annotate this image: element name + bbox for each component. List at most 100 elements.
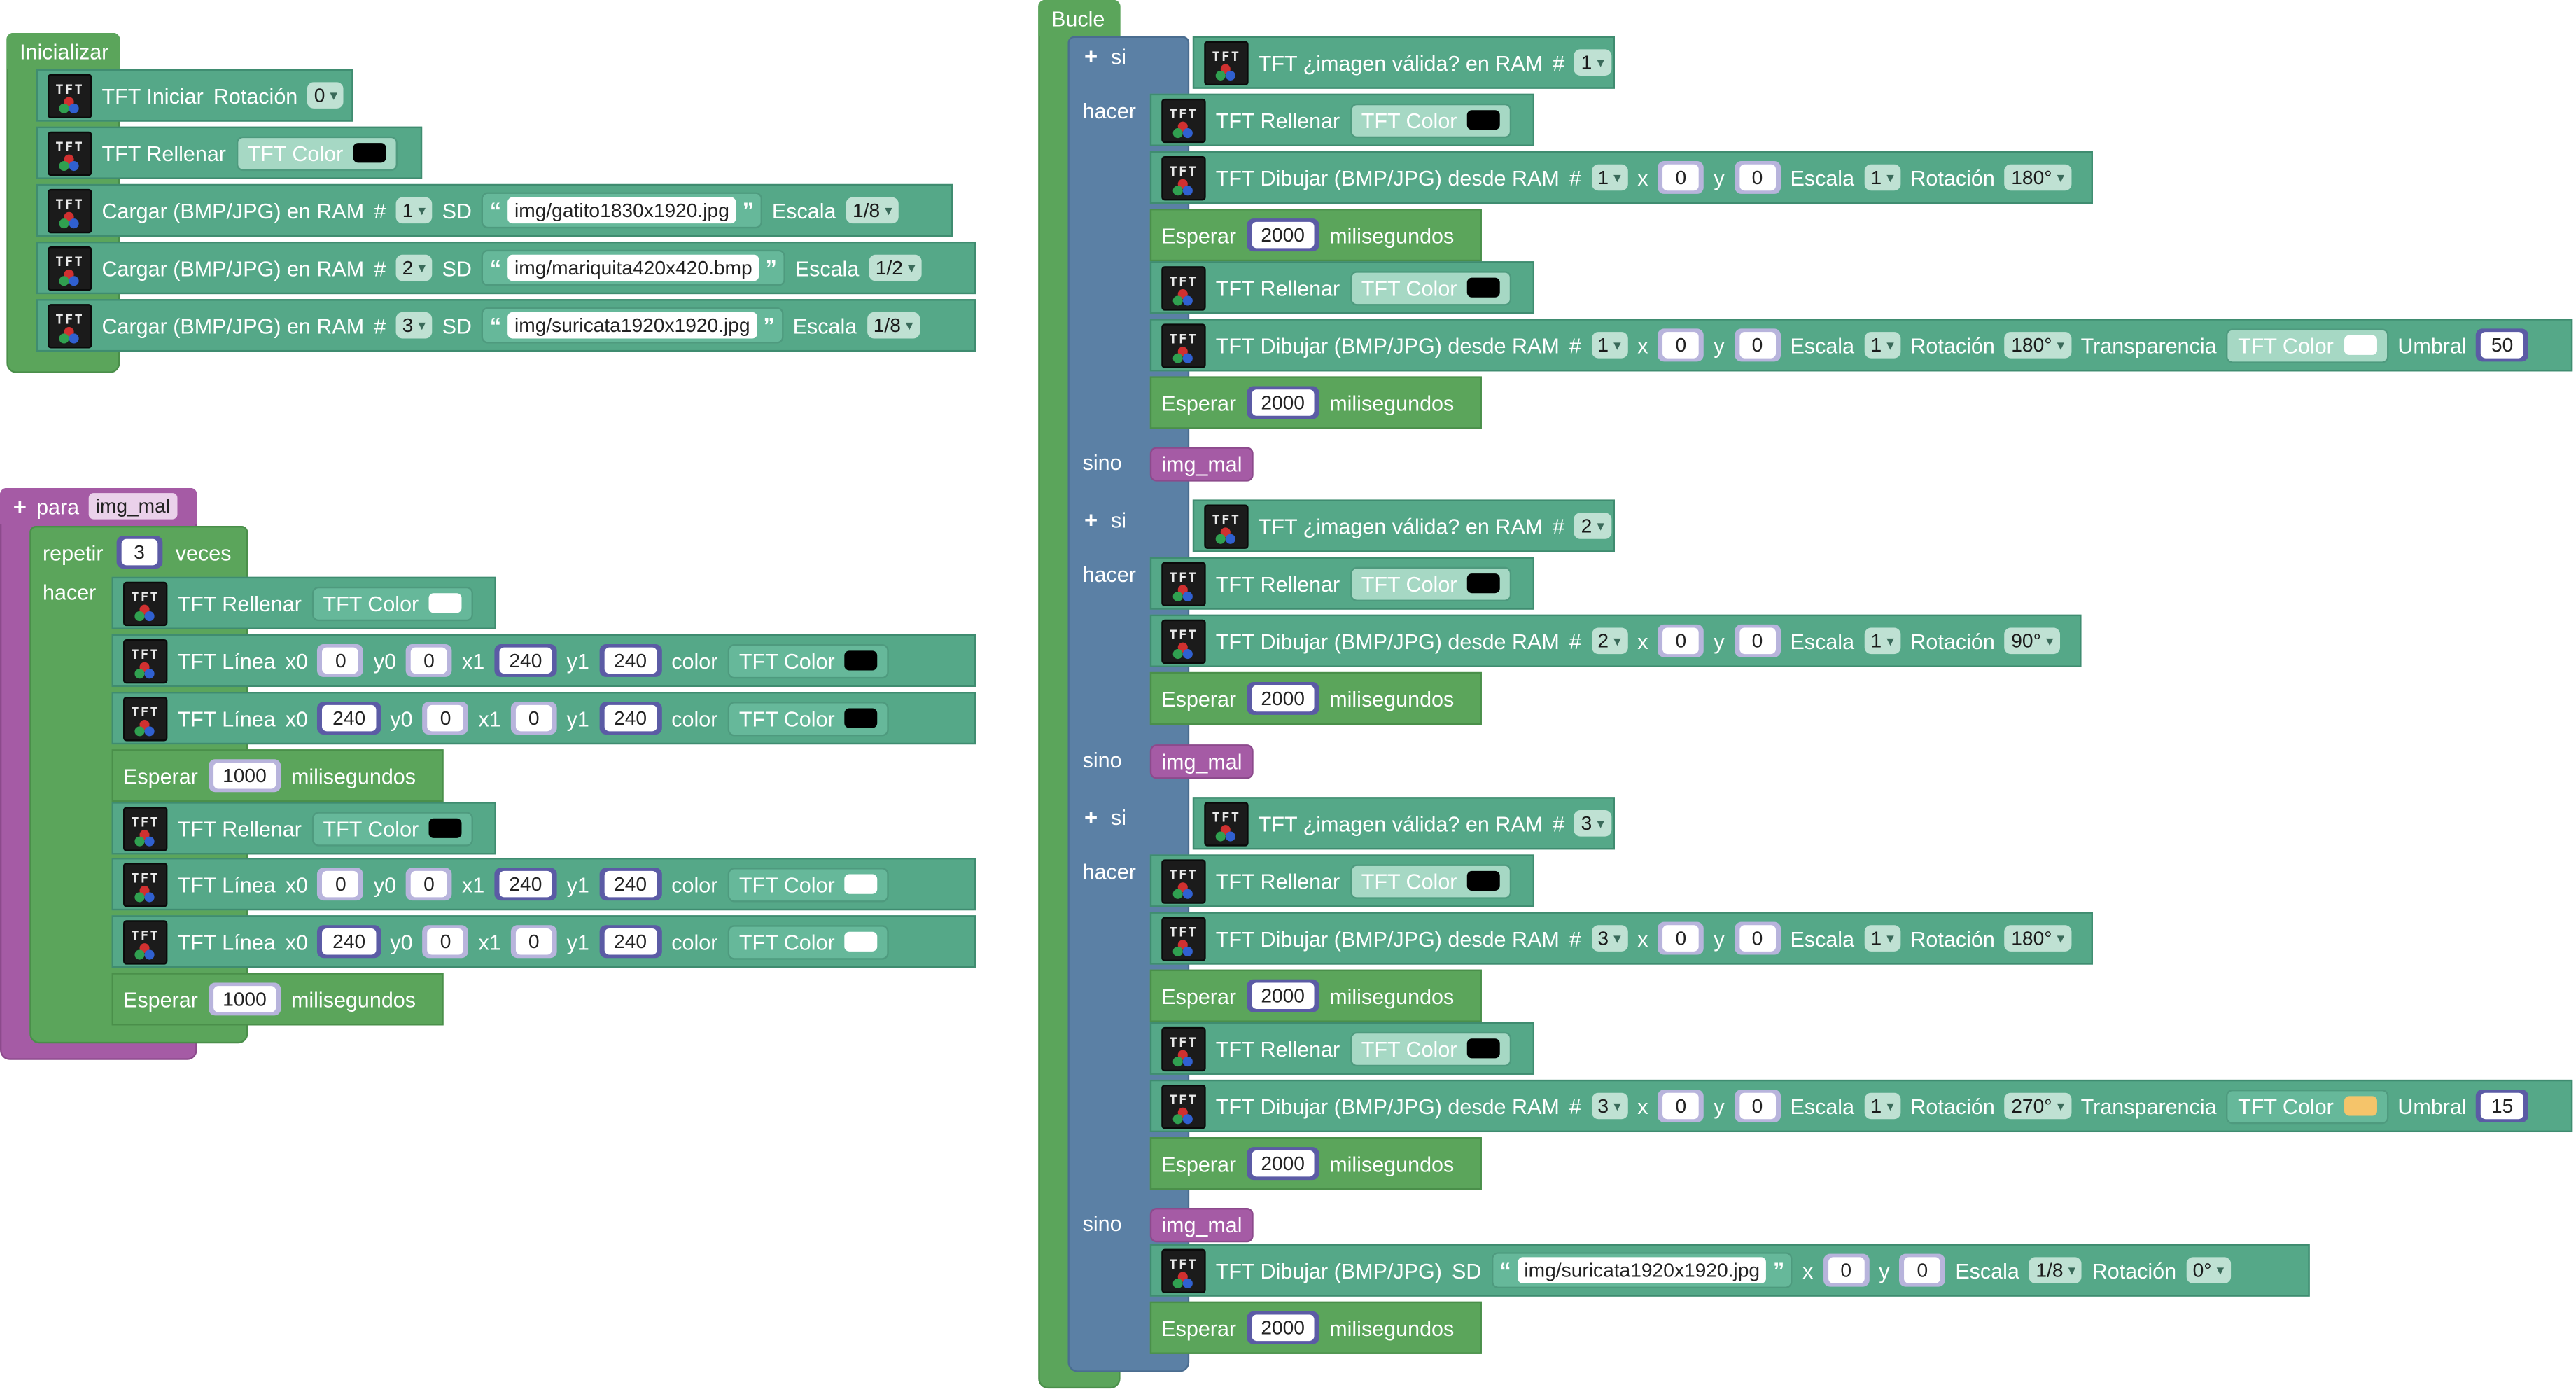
color-swatch[interactable]: [844, 708, 878, 728]
fill-block[interactable]: TFT TFT Rellenar TFT Color: [1149, 93, 1535, 146]
string-block[interactable]: “img/gatito1830x1920.jpg”: [482, 192, 762, 229]
wait-block[interactable]: Esperar 2000 milisegundos: [1149, 209, 1482, 262]
fill-block[interactable]: TFT TFT Rellenar TFT Color: [1149, 854, 1535, 907]
wait-input[interactable]: 2000: [1251, 1150, 1315, 1177]
draw-ram-transp-block[interactable]: TFT TFT Dibujar (BMP/JPG) desde RAM # 3 …: [1149, 1079, 2573, 1133]
tft-color-block[interactable]: TFT Color: [1350, 1031, 1511, 1066]
y-number-block[interactable]: 0: [1899, 1253, 1946, 1287]
y-input[interactable]: 0: [1739, 164, 1776, 191]
x0-number-block[interactable]: 0: [318, 868, 364, 901]
string-block[interactable]: “img/mariquita420x420.bmp”: [482, 249, 785, 286]
x-input[interactable]: 0: [1662, 164, 1700, 191]
color-swatch[interactable]: [353, 143, 386, 163]
slot-dropdown[interactable]: 2: [396, 254, 433, 281]
wait-input[interactable]: 2000: [1251, 221, 1315, 249]
slot-dropdown[interactable]: 3: [1590, 925, 1628, 952]
wait-number-block[interactable]: 2000: [1246, 218, 1320, 252]
plus-icon[interactable]: +: [1084, 506, 1098, 533]
rot-dropdown[interactable]: 270°: [2004, 1092, 2071, 1120]
load-block-3[interactable]: TFT Cargar (BMP/JPG) en RAM # 3 SD “img/…: [36, 299, 976, 352]
wait-input[interactable]: 2000: [1251, 389, 1315, 416]
fill-block[interactable]: TFT TFT Rellenar TFT Color: [1149, 261, 1535, 314]
scale-dropdown[interactable]: 1/8: [846, 197, 899, 224]
fill-block[interactable]: TFT TFT Rellenar TFT Color: [1149, 557, 1535, 610]
x1-input[interactable]: 0: [515, 928, 552, 955]
tft-color-block[interactable]: TFT Color: [2226, 328, 2388, 363]
y0-number-block[interactable]: 0: [422, 702, 469, 735]
y1-input[interactable]: 240: [603, 928, 657, 955]
x-number-block[interactable]: 0: [1658, 921, 1704, 955]
rot-dropdown[interactable]: 180°: [2004, 925, 2071, 952]
umbral-number-block[interactable]: 15: [2476, 1089, 2528, 1122]
wait-block[interactable]: Esperar 2000 milisegundos: [1149, 969, 1482, 1022]
slot-dropdown[interactable]: 3: [396, 312, 433, 339]
call-img-mal-block[interactable]: img_mal: [1149, 447, 1254, 482]
y-input[interactable]: 0: [1904, 1257, 1941, 1283]
slot-dropdown[interactable]: 2: [1590, 627, 1628, 655]
valid-block-3[interactable]: TFT TFT ¿imagen válida? en RAM # 3: [1192, 797, 1616, 850]
y0-number-block[interactable]: 0: [406, 868, 452, 901]
plus-icon[interactable]: +: [1084, 43, 1098, 69]
wait-block[interactable]: Esperar 2000 milisegundos: [1149, 671, 1482, 725]
color-swatch[interactable]: [844, 931, 878, 952]
fill-black-block[interactable]: TFT TFT Rellenar TFT Color: [111, 802, 496, 855]
y0-number-block[interactable]: 0: [422, 925, 469, 959]
x0-number-block[interactable]: 240: [318, 702, 381, 735]
wait-input[interactable]: 1000: [212, 762, 276, 789]
y1-number-block[interactable]: 240: [598, 868, 662, 901]
draw-ram-transp-block[interactable]: TFT TFT Dibujar (BMP/JPG) desde RAM # 1 …: [1149, 319, 2573, 372]
y-number-block[interactable]: 0: [1734, 1089, 1781, 1122]
load-block-2[interactable]: TFT Cargar (BMP/JPG) en RAM # 2 SD “img/…: [36, 241, 976, 295]
wait-number-block[interactable]: 2000: [1246, 979, 1320, 1012]
y1-number-block[interactable]: 240: [598, 702, 662, 735]
tft-color-block[interactable]: TFT Color: [1350, 270, 1511, 305]
x0-input[interactable]: 0: [323, 647, 359, 674]
y-number-block[interactable]: 0: [1734, 328, 1781, 362]
tft-fill-block[interactable]: TFT TFT Rellenar TFT Color: [36, 126, 423, 179]
wait-input[interactable]: 2000: [1251, 1314, 1315, 1342]
y-number-block[interactable]: 0: [1734, 921, 1781, 955]
tft-color-block[interactable]: TFT Color: [1350, 102, 1511, 137]
wait-number-block[interactable]: 1000: [207, 982, 281, 1016]
scale-dropdown[interactable]: 1: [1864, 627, 1901, 655]
fill-white-block[interactable]: TFT TFT Rellenar TFT Color: [111, 576, 496, 629]
x-number-block[interactable]: 0: [1823, 1253, 1870, 1287]
wait-number-block[interactable]: 2000: [1246, 1147, 1320, 1181]
x-input[interactable]: 0: [1662, 1092, 1700, 1120]
slot-dropdown[interactable]: 3: [1590, 1092, 1628, 1120]
color-swatch[interactable]: [1466, 870, 1500, 891]
x1-number-block[interactable]: 240: [494, 643, 557, 677]
y-input[interactable]: 0: [1739, 925, 1776, 952]
x1-number-block[interactable]: 240: [494, 868, 557, 901]
draw-sd-block[interactable]: TFT TFT Dibujar (BMP/JPG) SD “img/surica…: [1149, 1244, 2310, 1297]
x-number-block[interactable]: 0: [1658, 1089, 1704, 1122]
y0-input[interactable]: 0: [427, 704, 464, 732]
x1-number-block[interactable]: 0: [510, 925, 557, 959]
y0-input[interactable]: 0: [411, 647, 447, 674]
procedure-name-input[interactable]: img_mal: [89, 493, 177, 520]
file-input[interactable]: img/gatito1830x1920.jpg: [507, 197, 736, 224]
x1-input[interactable]: 240: [499, 870, 552, 898]
x-input[interactable]: 0: [1662, 332, 1700, 359]
umbral-input[interactable]: 15: [2481, 1092, 2524, 1120]
line-block-3[interactable]: TFT TFT Línea x0 0 y0 0 x1 240 y1 240 co…: [111, 858, 976, 911]
plus-icon[interactable]: +: [1084, 803, 1098, 830]
y1-number-block[interactable]: 240: [598, 643, 662, 677]
scale-dropdown[interactable]: 1: [1864, 1092, 1901, 1120]
tft-color-block[interactable]: TFT Color: [2226, 1088, 2388, 1124]
color-swatch[interactable]: [428, 593, 462, 613]
y-number-block[interactable]: 0: [1734, 624, 1781, 657]
slot-dropdown[interactable]: 1: [1574, 49, 1611, 76]
file-input[interactable]: img/mariquita420x420.bmp: [507, 254, 760, 281]
x0-number-block[interactable]: 240: [318, 925, 381, 959]
color-swatch[interactable]: [1466, 573, 1500, 594]
tft-color-block[interactable]: TFT Color: [727, 866, 890, 902]
scale-dropdown[interactable]: 1: [1864, 164, 1901, 191]
y1-number-block[interactable]: 240: [598, 925, 662, 959]
wait-block[interactable]: Esperar 2000 milisegundos: [1149, 1301, 1482, 1354]
wait-block[interactable]: Esperar 2000 milisegundos: [1149, 376, 1482, 429]
scale-dropdown[interactable]: 1: [1864, 332, 1901, 359]
times-number-block[interactable]: 3: [116, 536, 163, 569]
umbral-number-block[interactable]: 50: [2476, 328, 2528, 362]
y-number-block[interactable]: 0: [1734, 160, 1781, 194]
